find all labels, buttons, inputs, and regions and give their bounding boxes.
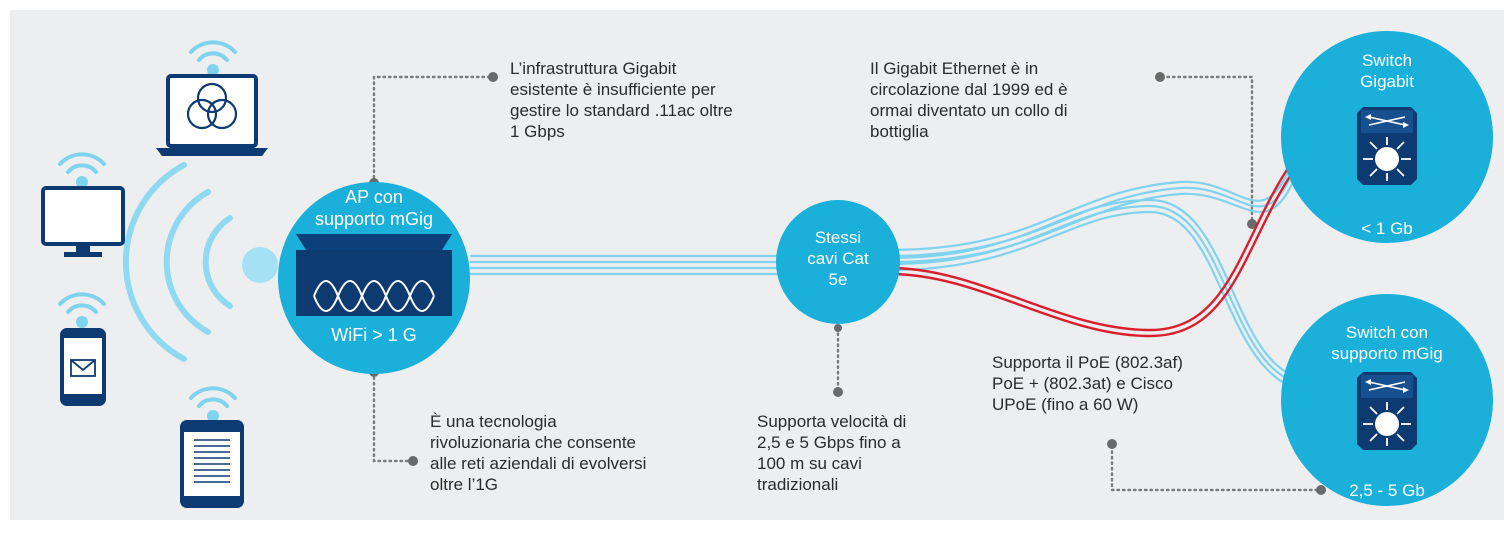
tablet-icon [180,386,244,508]
switch-mgig-caption: 2,5 - 5 Gb [1349,481,1425,500]
smartphone-icon [58,292,106,406]
connector-poe [1110,444,1320,492]
cable-red [889,164,1295,338]
switch-gigabit-icon [1356,106,1418,186]
note-gigabit: Il Gigabit Ethernet è in circolazione da… [870,59,1068,141]
access-point-icon [296,234,452,316]
wifi-signal-icon [122,162,233,362]
note-speed: Supporta velocità di 2,5 e 5 Gbps fino a… [757,412,907,494]
connector-gigabit [1160,75,1254,224]
ap-caption: WiFi > 1 G [331,325,417,345]
note-infra: L’infrastruttura Gigabit esistente è ins… [510,59,733,141]
cable-node-circle [776,200,900,324]
note-tech: È una tecnologia rivoluzionaria che cons… [430,412,647,494]
ap-title: AP con supporto mGig [314,187,434,229]
switch-mgig-title: Switch con supporto mGig [1331,323,1443,363]
ap-connector-dot [242,247,278,283]
monitor-icon [41,152,125,257]
connector-tech [372,370,412,463]
cable-bundle-main [470,254,790,276]
cable-node-label: Stessi cavi Cat 5e [807,228,869,289]
connector-infra [372,75,492,185]
switch-gigabit-caption: < 1 Gb [1361,219,1413,238]
cables-to-switch-mgig [889,198,1301,392]
switch-gigabit-title: Switch Gigabit [1360,51,1414,91]
laptop-icon [156,40,268,156]
switch-mgig-icon [1356,371,1418,451]
note-poe: Supporta il PoE (802.3af) PoE + (802.3at… [992,353,1183,414]
